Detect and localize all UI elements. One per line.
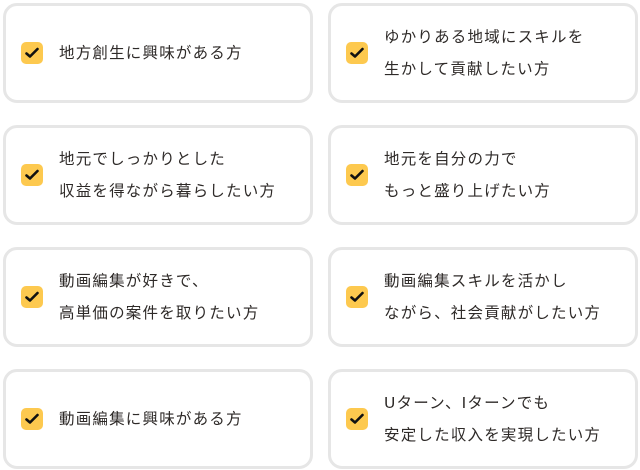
item-line: Uターン、Iターンでも <box>384 394 551 412</box>
checklist-item-text: 地元でしっかりとした収益を得ながら暮らしたい方 <box>59 143 276 207</box>
item-line: 安定した収入を実現したい方 <box>384 426 602 444</box>
checklist-item[interactable]: 地元を自分の力でもっと盛り上げたい方 <box>328 125 638 225</box>
item-line: 地元を自分の力で <box>384 150 518 168</box>
item-line: もっと盛り上げたい方 <box>384 182 552 200</box>
checklist-item[interactable]: Uターン、Iターンでも安定した収入を実現したい方 <box>328 369 638 469</box>
checkbox-checked-icon[interactable] <box>346 286 368 308</box>
checklist-item[interactable]: 動画編集が好きで、高単価の案件を取りたい方 <box>3 247 313 347</box>
item-line: 動画編集に興味がある方 <box>59 410 243 428</box>
checklist-item-text: 地元を自分の力でもっと盛り上げたい方 <box>384 143 551 207</box>
checkbox-checked-icon[interactable] <box>21 408 43 430</box>
checklist-grid: 地方創生に興味がある方 ゆかりある地域にスキルを生かして貢献したい方地元でしっかり… <box>3 3 638 469</box>
checklist-item-text: 動画編集が好きで、高単価の案件を取りたい方 <box>59 265 259 329</box>
checklist-item[interactable]: 地元でしっかりとした収益を得ながら暮らしたい方 <box>3 125 313 225</box>
item-line: 動画編集が好きで、 <box>59 272 209 290</box>
checkbox-checked-icon[interactable] <box>346 42 368 64</box>
checklist-item-text: Uターン、Iターンでも安定した収入を実現したい方 <box>384 387 601 451</box>
item-line: 生かして貢献したい方 <box>384 60 551 78</box>
checklist-item-text: 動画編集スキルを活かしながら、社会貢献がしたい方 <box>384 265 601 329</box>
checkbox-checked-icon[interactable] <box>21 164 43 186</box>
item-line: 地方創生に興味がある方 <box>59 44 243 62</box>
checkbox-checked-icon[interactable] <box>21 42 43 64</box>
checklist-item[interactable]: 地方創生に興味がある方 <box>3 3 313 103</box>
item-line: 動画編集スキルを活かし <box>384 272 568 290</box>
checkbox-checked-icon[interactable] <box>346 164 368 186</box>
checklist-item-text: 動画編集に興味がある方 <box>59 403 243 435</box>
item-line: ながら、社会貢献がしたい方 <box>384 304 602 322</box>
checklist-item-text: 地方創生に興味がある方 <box>59 37 243 69</box>
item-line: 地元でしっかりとした <box>59 150 227 168</box>
item-line: 高単価の案件を取りたい方 <box>59 304 260 322</box>
checklist-item[interactable]: ゆかりある地域にスキルを生かして貢献したい方 <box>328 3 638 103</box>
checklist-item[interactable]: 動画編集に興味がある方 <box>3 369 313 469</box>
checklist-item[interactable]: 動画編集スキルを活かしながら、社会貢献がしたい方 <box>328 247 638 347</box>
item-line: 収益を得ながら暮らしたい方 <box>59 182 277 200</box>
checkbox-checked-icon[interactable] <box>21 286 43 308</box>
item-line: ゆかりある地域にスキルを <box>384 28 585 46</box>
checkbox-checked-icon[interactable] <box>346 408 368 430</box>
checklist-item-text: ゆかりある地域にスキルを生かして貢献したい方 <box>384 21 584 85</box>
